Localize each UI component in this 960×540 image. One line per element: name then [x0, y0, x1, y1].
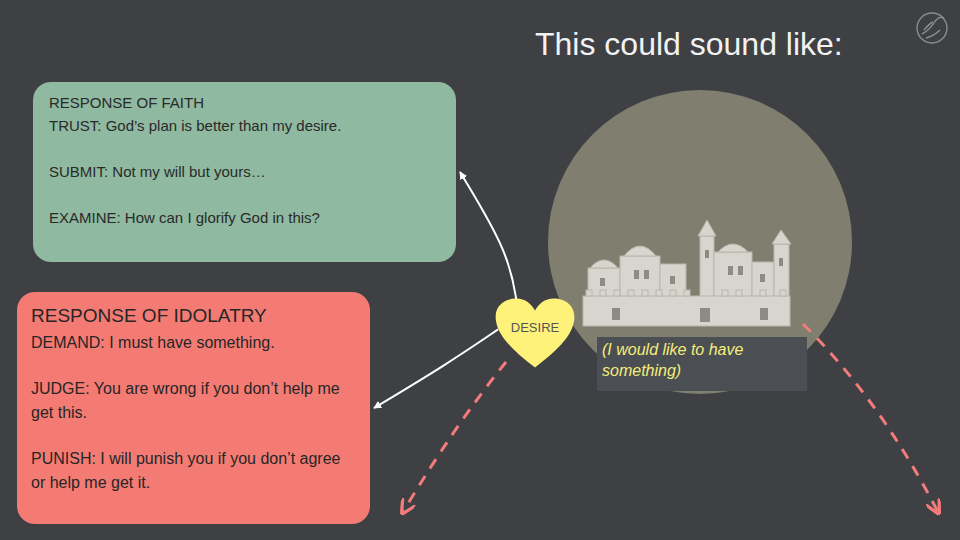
box-text: JUDGE: You are wrong if you don’t help m… — [31, 377, 356, 425]
box-text: EXAMINE: How can I glorify God in this? — [49, 207, 440, 229]
dashed-arc — [803, 324, 938, 512]
box-text: TRUST: God’s plan is better than my desi… — [49, 115, 440, 137]
heart-outline — [496, 299, 575, 368]
title-text: This could sound like: — [535, 26, 843, 63]
box-text: PUNISH: I will punish you if you don’t a… — [31, 447, 356, 495]
box-text: DESIRE — [511, 320, 559, 336]
caption-box: (I would like to have something) — [597, 337, 807, 391]
faith-box: RESPONSE OF FAITHTRUST: God’s plan is be… — [33, 82, 456, 262]
box-text: SUBMIT: Not my will but yours… — [49, 161, 440, 183]
logo-icon — [917, 13, 947, 43]
dashed-arc — [403, 362, 506, 512]
city-windows — [600, 250, 783, 322]
connector-arrow — [460, 172, 517, 304]
city-circle — [548, 90, 852, 394]
box-heading: RESPONSE OF IDOLATRY — [31, 304, 356, 328]
city-drawing — [583, 220, 791, 326]
connector-arrow — [374, 329, 498, 408]
box-heading: RESPONSE OF FAITH — [49, 92, 440, 114]
idolatry-box: RESPONSE OF IDOLATRY DEMAND: I must have … — [17, 292, 370, 524]
desire-heart: DESIRE — [494, 297, 576, 369]
box-text: (I would like to have something) — [602, 339, 802, 381]
box-text: DEMAND: I must have something. — [31, 331, 356, 355]
